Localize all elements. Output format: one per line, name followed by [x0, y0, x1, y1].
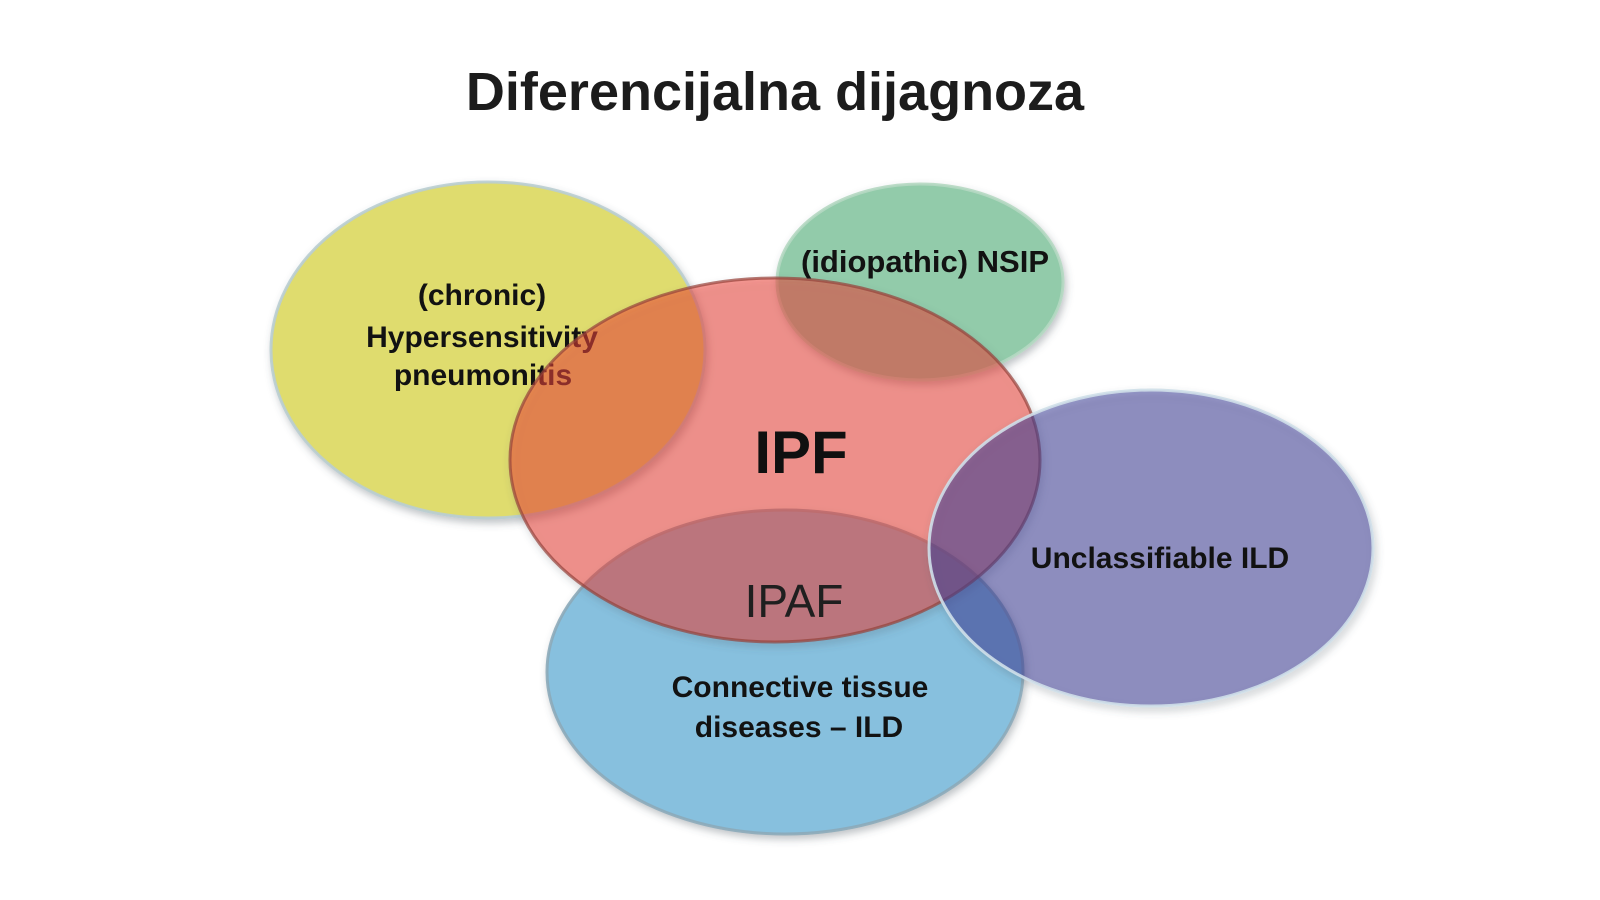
slide-title: Diferencijalna dijagnoza — [466, 62, 1085, 122]
unclassifiable-label: Unclassifiable ILD — [1031, 542, 1289, 575]
ctd-label-line2: diseases – ILD — [695, 711, 903, 744]
unclassifiable-ellipse — [927, 388, 1375, 708]
hypersensitivity-label-line1: (chronic) — [418, 279, 546, 312]
ipf-label: IPF — [754, 419, 847, 486]
ctd-label-line1: Connective tissue — [672, 671, 929, 704]
nsip-label: (idiopathic) NSIP — [801, 244, 1049, 279]
ipaf-overlap-label: IPAF — [745, 575, 844, 627]
hypersensitivity-label-line2: Hypersensitivity — [366, 321, 598, 354]
